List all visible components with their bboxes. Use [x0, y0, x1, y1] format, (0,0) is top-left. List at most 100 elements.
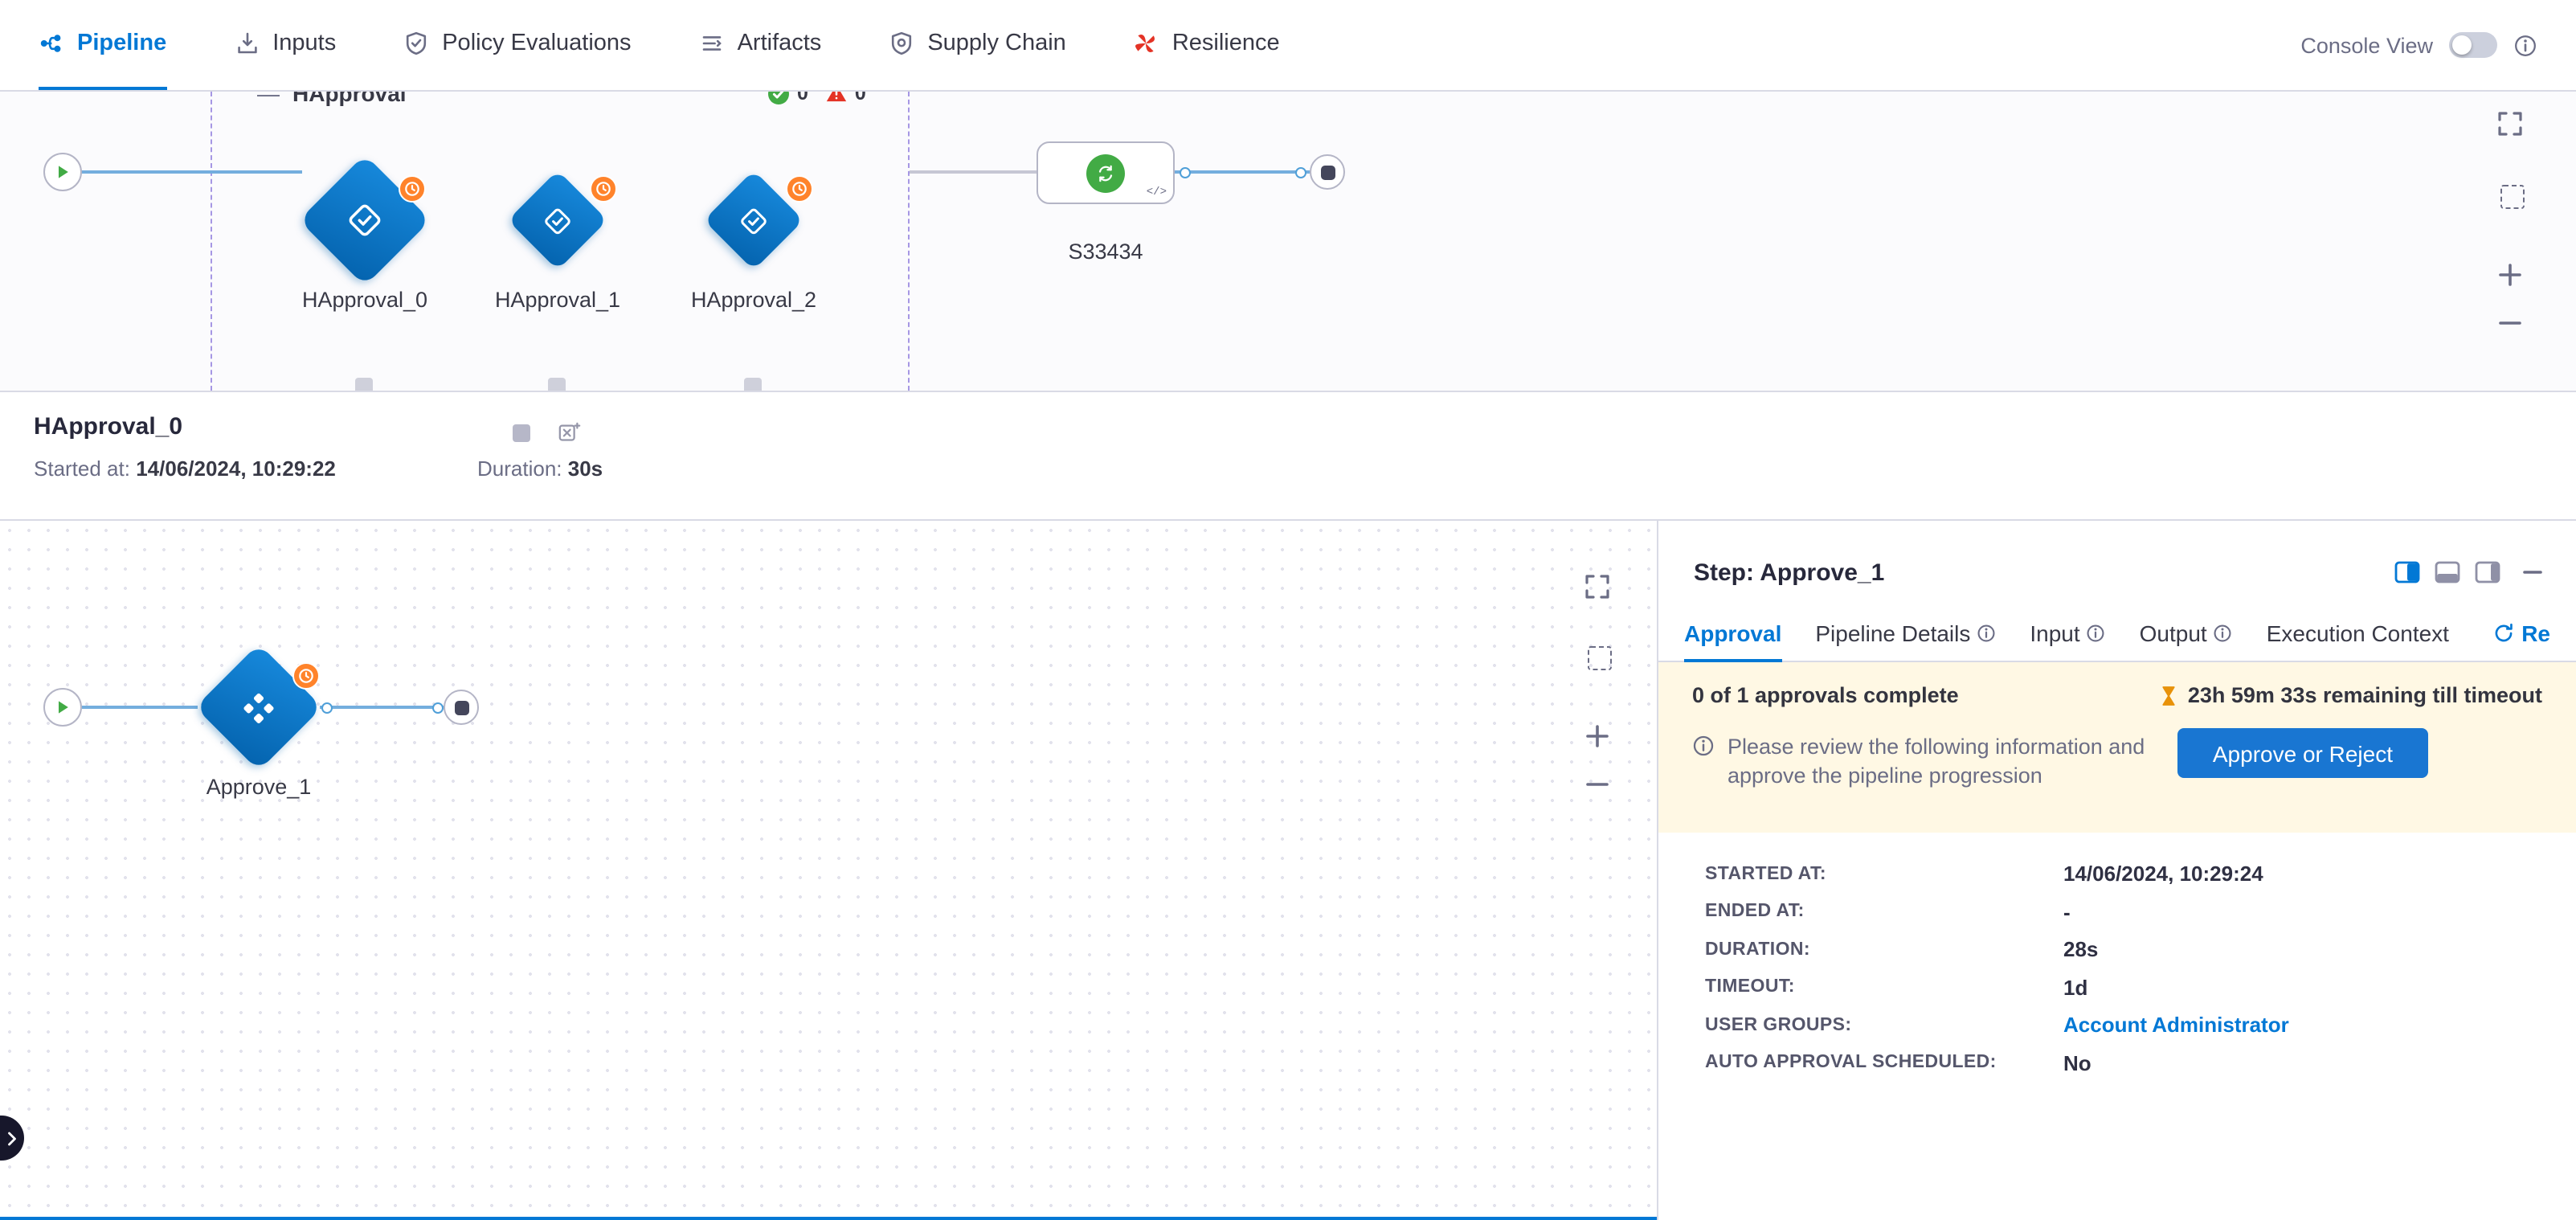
- zoom-out-button[interactable]: [2496, 309, 2525, 338]
- node-s33434[interactable]: </>: [1037, 141, 1175, 204]
- clipped-node-stub: [548, 378, 566, 391]
- panel-tabs: Approval Pipeline Details Input Output E…: [1658, 611, 2576, 662]
- node-happroval-1[interactable]: [507, 170, 608, 271]
- detail-row: USER GROUPS: Account Administrator: [1705, 1013, 2289, 1038]
- tab-pipeline[interactable]: Pipeline: [39, 0, 167, 90]
- code-glyph: </>: [1146, 186, 1167, 199]
- panel-tab-approval[interactable]: Approval: [1684, 620, 1782, 662]
- approve-or-reject-button[interactable]: Approve or Reject: [2177, 728, 2428, 778]
- chaos-icon: [1134, 31, 1159, 56]
- clipped-node-stub: [355, 378, 373, 391]
- list-lines-icon: [699, 31, 725, 56]
- edge-link-point[interactable]: [321, 702, 333, 713]
- pending-timer-badge: [292, 662, 320, 690]
- node-label: HApproval_0: [301, 288, 428, 312]
- console-view-toggle[interactable]: [2449, 32, 2497, 58]
- zoom-in-button[interactable]: [1583, 722, 1612, 751]
- stage-boundary-line: [908, 92, 910, 391]
- approval-message: Please review the following information …: [1692, 733, 2161, 791]
- tab-inputs[interactable]: Inputs: [234, 0, 336, 90]
- layout-bottom-pane-icon[interactable]: [2435, 561, 2460, 583]
- step-execution-canvas[interactable]: Approve_1: [0, 521, 1657, 1220]
- fullscreen-button[interactable]: [2496, 109, 2525, 138]
- edge-connector: [320, 706, 444, 708]
- lower-split: Approve_1 Step: Approve_1: [0, 521, 2576, 1220]
- approval-banner: 0 of 1 approvals complete 23h 59m 33s re…: [1658, 662, 2576, 833]
- approval-step-icon: [737, 203, 771, 237]
- tab-pipeline-label: Pipeline: [77, 31, 167, 56]
- panel-tab-execution-context[interactable]: Execution Context: [2266, 620, 2449, 646]
- console-expand-handle[interactable]: [0, 1116, 24, 1161]
- edge-link-point[interactable]: [1295, 166, 1306, 178]
- fullscreen-button[interactable]: [1583, 572, 1612, 601]
- console-view-label: Console View: [2300, 33, 2433, 57]
- user-group-link[interactable]: Account Administrator: [2063, 1013, 2289, 1038]
- panel-layout-controls: [2394, 561, 2544, 583]
- detail-row: STARTED AT: 14/06/2024, 10:29:24: [1705, 862, 2263, 886]
- edge-connector: [82, 706, 198, 708]
- layout-right-pane-icon[interactable]: [2394, 561, 2420, 583]
- node-label: HApproval_1: [494, 288, 621, 312]
- info-icon: [2087, 624, 2106, 643]
- end-node[interactable]: [444, 690, 479, 725]
- minimize-panel-icon[interactable]: [2521, 561, 2544, 583]
- stage-group-header[interactable]: — HApproval: [257, 92, 407, 106]
- execution-progress-strip: [0, 1217, 1657, 1220]
- stage-boundary-line: [211, 92, 212, 391]
- detail-row: ENDED AT: -: [1705, 899, 2071, 924]
- tab-artifacts[interactable]: Artifacts: [699, 0, 822, 90]
- info-icon: [1977, 624, 1996, 643]
- detail-row: DURATION: 28s: [1705, 937, 2099, 962]
- node-label: HApproval_2: [690, 288, 817, 312]
- approval-step-icon: [541, 203, 574, 237]
- success-count: 0: [797, 92, 808, 104]
- node-happroval-0[interactable]: [298, 154, 431, 287]
- matrix-icon: [558, 421, 582, 445]
- tab-inputs-label: Inputs: [272, 31, 337, 56]
- node-happroval-2[interactable]: [703, 170, 804, 271]
- layout-full-pane-icon[interactable]: [2475, 561, 2500, 583]
- top-navigation: Pipeline Inputs Policy Evaluations: [0, 0, 2576, 92]
- execution-tabs: Pipeline Inputs Policy Evaluations: [39, 0, 1280, 90]
- panel-title: Step: Approve_1: [1694, 559, 1885, 587]
- summary-started-at: Started at: 14/06/2024, 10:29:22: [34, 456, 336, 481]
- tab-policy-evaluations[interactable]: Policy Evaluations: [403, 0, 632, 90]
- pending-timer-badge: [786, 175, 813, 203]
- info-icon[interactable]: [2513, 33, 2537, 57]
- approval-progress-text: 0 of 1 approvals complete: [1692, 683, 1959, 707]
- tab-resilience[interactable]: Resilience: [1134, 0, 1280, 90]
- zoom-out-button[interactable]: [1583, 770, 1612, 799]
- approval-details-list: STARTED AT: 14/06/2024, 10:29:24 ENDED A…: [1658, 855, 2576, 1082]
- info-icon: [1692, 735, 1715, 791]
- tab-artifacts-label: Artifacts: [737, 31, 822, 56]
- refresh-icon: [2492, 622, 2515, 645]
- hourglass-icon: [2159, 684, 2180, 706]
- tab-supply-chain[interactable]: Supply Chain: [889, 0, 1066, 90]
- clipped-node-stub: [744, 378, 762, 391]
- node-label: S33434: [1068, 239, 1143, 264]
- panel-refresh-button[interactable]: Re: [2492, 620, 2550, 662]
- edge-connector: [82, 170, 302, 173]
- start-node[interactable]: [43, 688, 82, 727]
- panel-tab-pipeline-details[interactable]: Pipeline Details: [1815, 620, 1996, 662]
- collapse-icon[interactable]: —: [257, 92, 280, 106]
- edge-link-point[interactable]: [432, 702, 444, 713]
- shield-check-icon: [403, 31, 429, 56]
- pipeline-end-node[interactable]: [1310, 154, 1345, 190]
- node-label: Approve_1: [206, 775, 312, 799]
- selection-tool-button[interactable]: [2500, 185, 2525, 209]
- pipeline-start-node[interactable]: [43, 153, 82, 191]
- node-approve-1[interactable]: [194, 643, 323, 772]
- info-icon: [2214, 624, 2233, 643]
- pipeline-icon: [39, 31, 64, 56]
- pipeline-stage-canvas[interactable]: — HApproval 0 0 H: [0, 92, 2576, 392]
- tab-policy-evaluations-label: Policy Evaluations: [442, 31, 632, 56]
- panel-tab-input[interactable]: Input: [2030, 620, 2105, 662]
- zoom-in-button[interactable]: [2496, 260, 2525, 289]
- tab-supply-chain-label: Supply Chain: [927, 31, 1066, 56]
- edge-link-point[interactable]: [1180, 166, 1191, 178]
- selection-tool-button[interactable]: [1588, 646, 1612, 670]
- stage-type-icon: [513, 424, 530, 442]
- panel-tab-output[interactable]: Output: [2140, 620, 2233, 662]
